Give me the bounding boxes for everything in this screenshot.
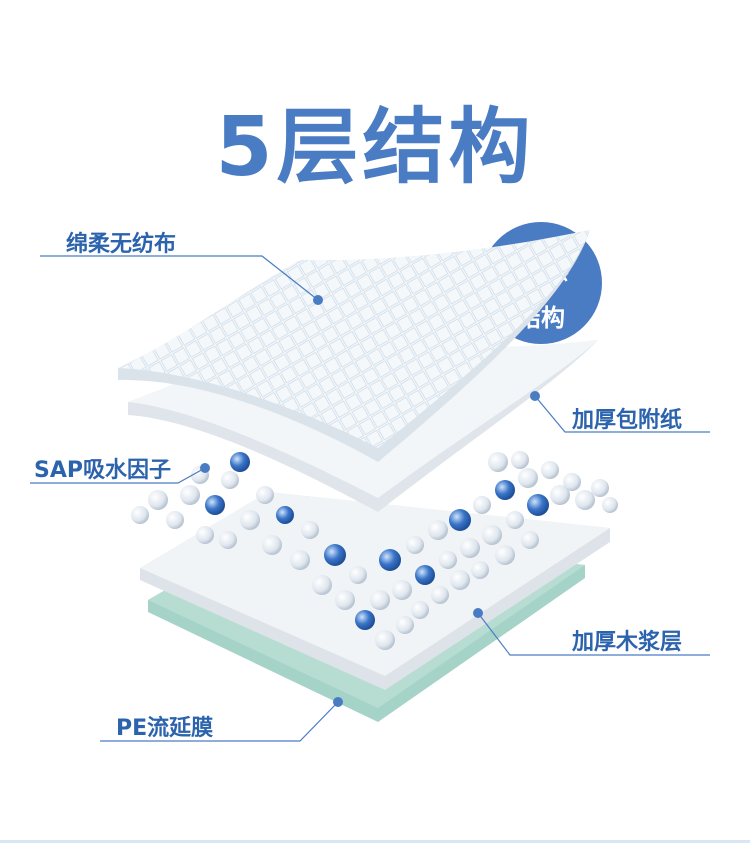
label-layer1: 绵柔无纺布 (66, 232, 177, 257)
callout-layer4 (473, 608, 710, 656)
label-layer4: 加厚木浆层 (572, 630, 683, 655)
sap-particles (131, 451, 618, 650)
label-layer3: SAP吸水因子 (34, 458, 171, 483)
bottom-divider (0, 840, 750, 843)
callout-layer5 (100, 697, 343, 742)
page-title: 5层结构 (215, 100, 535, 195)
callout-layer2 (530, 391, 710, 433)
label-layer2: 加厚包附纸 (572, 408, 683, 433)
callout-layer3 (30, 463, 210, 484)
nonwoven-top-layer (118, 230, 590, 462)
label-layer5: PE流延膜 (116, 716, 214, 741)
callout-layer1 (40, 255, 323, 305)
